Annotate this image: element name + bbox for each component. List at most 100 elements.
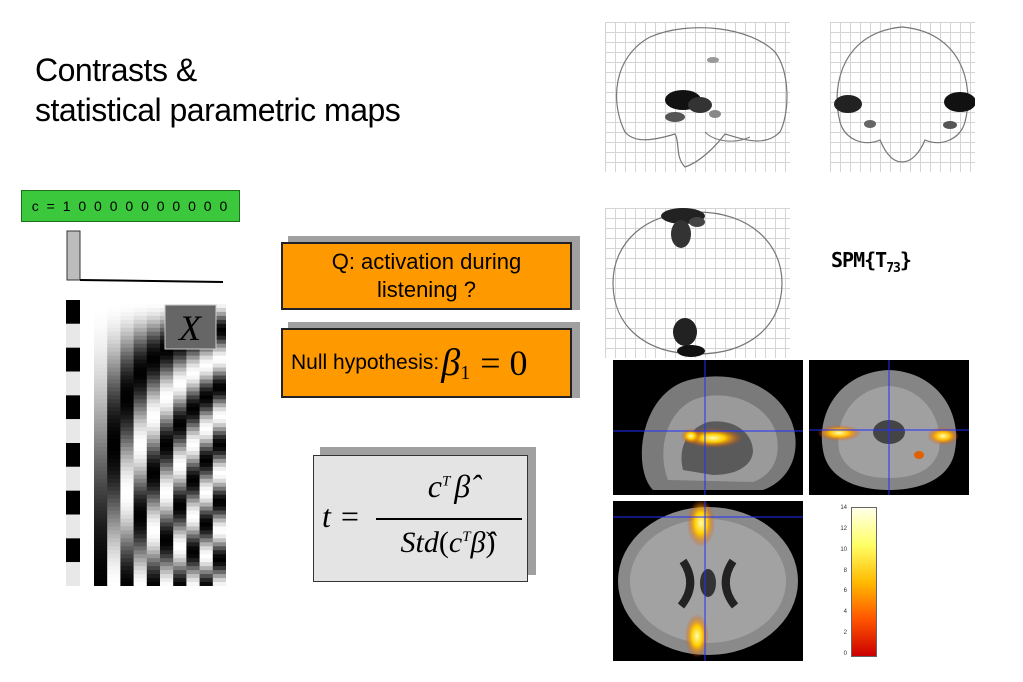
design-matrix-cell bbox=[160, 538, 174, 543]
design-matrix-cell bbox=[186, 383, 201, 388]
design-matrix-cell bbox=[199, 494, 214, 500]
design-matrix-cell bbox=[120, 303, 135, 309]
colorbar-tick-label: 10 bbox=[840, 546, 847, 553]
design-matrix-cell bbox=[160, 502, 174, 508]
design-matrix-cell bbox=[120, 367, 135, 372]
design-matrix-cell bbox=[94, 486, 108, 492]
design-matrix-cell bbox=[212, 530, 226, 535]
design-matrix-cell bbox=[94, 331, 108, 337]
design-matrix-cell bbox=[107, 371, 121, 376]
design-matrix-cell bbox=[160, 375, 174, 380]
design-matrix-cell bbox=[133, 399, 148, 404]
design-matrix-cell bbox=[133, 522, 148, 527]
design-matrix-cell bbox=[120, 423, 135, 428]
design-matrix-cell bbox=[107, 502, 121, 508]
design-matrix-cell bbox=[199, 427, 214, 432]
design-matrix-cell bbox=[107, 343, 121, 349]
design-matrix-cell bbox=[160, 435, 174, 440]
design-matrix-cell bbox=[133, 534, 148, 539]
design-matrix-cell bbox=[173, 486, 187, 492]
design-matrix-cell bbox=[120, 319, 135, 325]
design-matrix-cell bbox=[212, 470, 226, 476]
design-matrix-cell bbox=[94, 327, 108, 333]
design-matrix-cell bbox=[173, 347, 187, 353]
design-matrix-cell bbox=[146, 574, 161, 579]
design-matrix-cell bbox=[199, 526, 214, 531]
design-matrix-cell bbox=[133, 518, 148, 523]
design-matrix-cell bbox=[212, 574, 226, 579]
design-matrix-cell bbox=[133, 343, 148, 349]
design-matrix-cell bbox=[160, 522, 174, 527]
design-matrix-cell bbox=[146, 439, 161, 444]
design-matrix-cell bbox=[160, 458, 174, 464]
glass-brain-sagittal bbox=[605, 22, 790, 172]
design-matrix-cell bbox=[199, 300, 214, 305]
design-matrix-cell bbox=[199, 466, 214, 472]
design-matrix-cell bbox=[120, 327, 135, 333]
design-matrix-cell bbox=[133, 423, 148, 428]
design-matrix-cell bbox=[133, 387, 148, 392]
design-matrix-cell bbox=[94, 506, 108, 512]
design-matrix-cell bbox=[94, 462, 108, 468]
design-matrix-cell bbox=[94, 375, 108, 380]
design-matrix-cell bbox=[186, 454, 201, 460]
design-matrix-cell bbox=[212, 542, 226, 547]
design-matrix-cell bbox=[107, 518, 121, 523]
design-matrix-cell bbox=[107, 538, 121, 543]
design-matrix-cell bbox=[94, 570, 108, 575]
design-matrix-cell bbox=[186, 474, 201, 480]
design-matrix-cell bbox=[212, 506, 226, 512]
design-matrix-cell bbox=[107, 339, 121, 345]
design-matrix-block bbox=[66, 514, 80, 539]
page-title: Contrasts & statistical parametric maps bbox=[35, 50, 401, 130]
design-matrix-cell bbox=[186, 399, 201, 404]
design-matrix-cell bbox=[146, 319, 161, 325]
design-matrix-cell bbox=[160, 411, 174, 416]
null-beta-subscript: 1 bbox=[460, 361, 471, 384]
design-matrix-cell bbox=[107, 419, 121, 424]
design-matrix-cell bbox=[212, 443, 226, 448]
design-matrix-cell bbox=[212, 462, 226, 468]
design-matrix-cell bbox=[160, 558, 174, 563]
design-matrix-cell bbox=[186, 423, 201, 428]
design-matrix-cell bbox=[107, 351, 121, 357]
design-matrix-block bbox=[66, 419, 80, 443]
design-matrix-cell bbox=[173, 351, 187, 357]
design-matrix-cell bbox=[133, 470, 148, 476]
design-matrix-cell bbox=[133, 450, 148, 456]
design-matrix-cell bbox=[186, 506, 201, 512]
design-matrix-cell bbox=[186, 514, 201, 519]
design-matrix-cell bbox=[133, 502, 148, 508]
design-matrix-cell bbox=[199, 506, 214, 512]
design-matrix-cell bbox=[120, 443, 135, 448]
design-matrix-cell bbox=[94, 383, 108, 388]
design-matrix-cell bbox=[212, 371, 226, 376]
design-matrix-cell bbox=[133, 323, 148, 329]
design-matrix-cell bbox=[107, 466, 121, 472]
design-matrix-cell bbox=[94, 315, 108, 321]
design-matrix-cell bbox=[199, 538, 214, 543]
design-matrix-cell bbox=[133, 431, 148, 436]
design-matrix-cell bbox=[212, 331, 226, 337]
design-matrix-cell bbox=[199, 566, 214, 571]
design-matrix-cell bbox=[212, 514, 226, 519]
design-matrix-cell bbox=[94, 558, 108, 563]
design-matrix-cell bbox=[133, 498, 148, 504]
design-matrix-cell bbox=[160, 419, 174, 424]
design-matrix-cell bbox=[186, 347, 201, 353]
design-matrix-cell bbox=[199, 359, 214, 365]
design-matrix-cell bbox=[199, 399, 214, 404]
design-matrix-cell bbox=[107, 474, 121, 480]
design-matrix-cell bbox=[160, 462, 174, 468]
design-matrix-cell bbox=[146, 538, 161, 543]
design-matrix-cell bbox=[94, 347, 108, 353]
design-matrix-cell bbox=[133, 466, 148, 472]
design-matrix-cell bbox=[120, 335, 135, 341]
design-matrix-cell bbox=[146, 518, 161, 523]
design-matrix-cell bbox=[212, 466, 226, 472]
design-matrix-cell bbox=[94, 323, 108, 329]
design-matrix-cell bbox=[186, 566, 201, 571]
design-matrix-cell bbox=[146, 335, 161, 341]
design-matrix-cell bbox=[94, 458, 108, 464]
